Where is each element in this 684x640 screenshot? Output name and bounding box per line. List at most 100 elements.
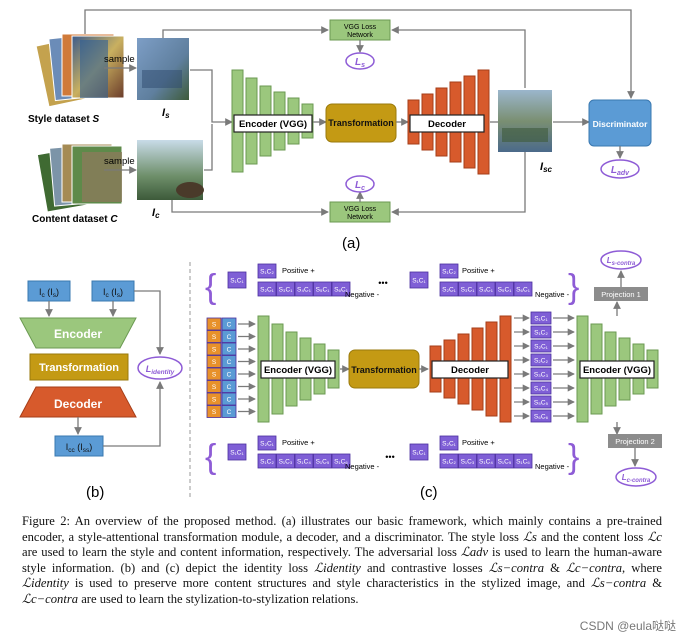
- input-c-cell: [221, 392, 237, 406]
- loss-s-contra-ellipse: [600, 250, 642, 270]
- caption-part: &: [646, 576, 662, 591]
- loss-c-label: Lc: [355, 180, 365, 192]
- input-c-cell: [221, 405, 237, 418]
- input-c-cell: [221, 342, 237, 356]
- projection-2-box: [608, 434, 662, 448]
- token-negative-top-2-label: S₆C₁: [516, 287, 531, 294]
- decoder-label-c: Decoder: [451, 365, 489, 376]
- token-negative-top-2-label: S₃C₁: [461, 287, 476, 294]
- token-anchor-top-1: [227, 271, 247, 289]
- vgg-bottom-line2: Network: [347, 214, 373, 221]
- token-anchor-top-2-label: S₁C₁: [412, 278, 426, 285]
- input-s-cell: [206, 392, 222, 406]
- loss-identity-ellipse: [137, 356, 183, 380]
- token-positive-bottom-2-label: S₂C₁: [442, 441, 457, 448]
- input-s-cell-label: S: [212, 322, 217, 329]
- token-negative-bottom-2-label: S₁C₄: [479, 459, 493, 466]
- stylized-token-label: S₆C₆: [534, 414, 549, 421]
- token-positive-bottom-1-label: S₂C₁: [260, 441, 275, 448]
- brace-left-top: {: [205, 268, 216, 306]
- input-c-cell-label: C: [227, 409, 232, 416]
- token-negative-top-2: [513, 281, 533, 297]
- positive-label-top-1: Positive +: [282, 266, 315, 275]
- stylized-token: [530, 325, 552, 339]
- is-label: Is: [162, 107, 170, 120]
- token-negative-bottom-1-label: S₁C₄: [297, 459, 311, 466]
- token-negative-bottom-2: [513, 453, 533, 469]
- input-c-cell-label: C: [227, 397, 232, 404]
- token-positive-top-2: [439, 263, 459, 279]
- loss-identity-label: Lidentity: [146, 364, 175, 376]
- brace-left-bottom: {: [205, 438, 216, 476]
- style-dataset-label: Style dataset S: [28, 114, 99, 125]
- ellipsis-top: •••: [378, 278, 387, 288]
- token-negative-top-1-label: S₆C₁: [334, 287, 349, 294]
- token-negative-top-2: [476, 281, 496, 297]
- stylized-image-isc: [498, 90, 552, 152]
- encoder-label-c-left: Encoder (VGG): [264, 365, 332, 376]
- stylized-token: [530, 367, 552, 381]
- input-c-cell: [221, 380, 237, 393]
- token-negative-bottom-2: [495, 453, 514, 469]
- token-negative-top-2: [439, 281, 459, 297]
- token-negative-top-1: [276, 281, 295, 297]
- panel-a: Style dataset S Content dataset C sample…: [28, 9, 652, 252]
- projection-1-label: Projection 1: [601, 290, 641, 299]
- projection-2-label: Projection 2: [615, 437, 655, 446]
- loss-s-label: Ls: [355, 57, 365, 69]
- projection-1-box: [594, 287, 648, 301]
- figure-canvas: Style dataset S Content dataset C sample…: [19, 9, 662, 501]
- panel-a-label: (a): [342, 235, 360, 252]
- caption-part: and contrastive losses: [360, 560, 489, 575]
- caption-part: is used to learn the human-aware style i…: [22, 545, 662, 575]
- transformation-label-a: Transformation: [328, 118, 394, 128]
- caption-math: ℒs−contra: [488, 560, 545, 575]
- panel-b-transformation-label: Transformation: [39, 362, 119, 374]
- figure-caption: Figure 2: An overview of the proposed me…: [22, 514, 662, 608]
- input-c-cell: [221, 355, 237, 368]
- token-negative-bottom-1-label: S₁C₅: [316, 459, 330, 466]
- sample-label-bottom: sample: [104, 156, 135, 167]
- ic-label: Ic: [152, 207, 160, 220]
- loss-adv-ellipse: [600, 159, 640, 179]
- token-negative-bottom-2-label: S₁C₂: [442, 459, 456, 466]
- caption-math: ℒidentity: [22, 576, 69, 591]
- input-c-cell-label: C: [227, 359, 232, 366]
- input-c-cell: [221, 317, 237, 331]
- loss-c-contra-ellipse: [615, 467, 657, 487]
- watermark: CSDN @eula哒哒: [579, 619, 676, 633]
- caption-part: is used to preserve more content structu…: [68, 576, 591, 591]
- token-negative-top-1-label: S₃C₁: [279, 287, 294, 294]
- discriminator-label: Discriminator: [593, 119, 648, 129]
- input-s-cell: [206, 380, 222, 393]
- token-negative-top-1: [331, 281, 351, 297]
- input-c-cell-label: C: [227, 384, 232, 391]
- stylized-token-label: S₂C₂: [534, 358, 549, 365]
- token-negative-bottom-2-label: S₁C₅: [498, 459, 512, 466]
- input-s-cell-label: S: [212, 359, 217, 366]
- stylized-token: [530, 395, 552, 409]
- panel-b-input-2-label: Ic (Is): [103, 287, 123, 299]
- positive-label-top-2: Positive +: [462, 266, 495, 275]
- token-negative-bottom-2-label: S₁C₆: [516, 459, 530, 466]
- stylized-token-label: S₁C₁: [534, 316, 548, 323]
- caption-part: are used to learn the stylization-to-sty…: [78, 591, 359, 606]
- caption-math: ℒc−contra: [565, 560, 623, 575]
- caption-part: are used to learn the style and content …: [22, 545, 461, 560]
- token-negative-top-2: [495, 281, 514, 297]
- token-anchor-bottom-1: [227, 443, 247, 461]
- token-negative-bottom-2: [458, 453, 477, 469]
- stylized-token: [530, 311, 552, 325]
- input-s-cell-label: S: [212, 409, 217, 416]
- panel-b-encoder: [19, 317, 137, 349]
- brace-right-bottom: }: [568, 438, 579, 476]
- token-negative-bottom-1-label: S₁C₃: [279, 459, 293, 466]
- caption-part: &: [544, 560, 566, 575]
- stylized-token: [530, 381, 552, 395]
- token-negative-top-1: [257, 281, 277, 297]
- token-negative-top-2: [458, 281, 477, 297]
